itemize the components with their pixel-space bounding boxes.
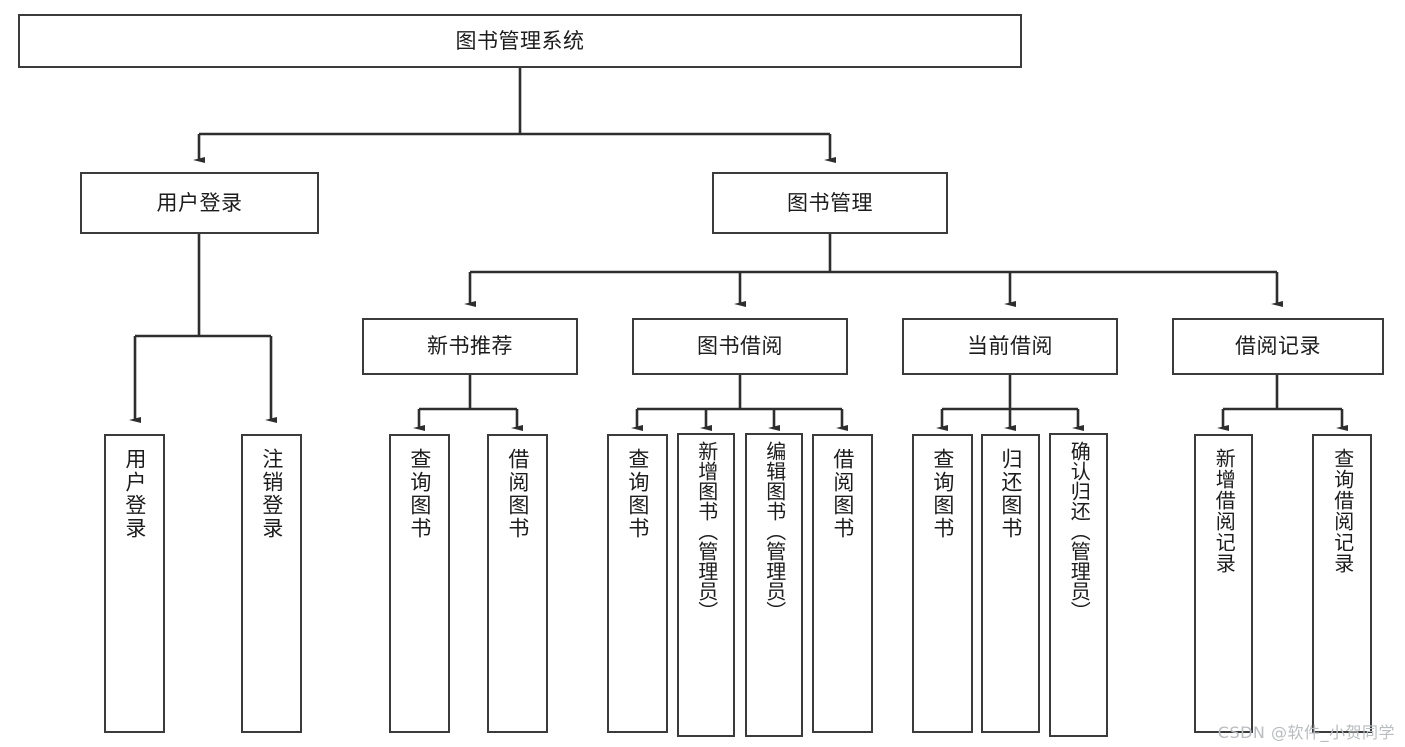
leaf-current-borrow-return[interactable]: 归还图书 [981, 434, 1040, 733]
watermark-text: CSDN @软件_小贺同学 [1217, 723, 1395, 742]
node-root[interactable]: 图书管理系统 [18, 14, 1022, 68]
leaf-user-login-login-label: 用户登录 [122, 448, 147, 540]
leaf-borrow-record-query[interactable]: 查询借阅记录 [1312, 434, 1372, 733]
leaf-current-borrow-query[interactable]: 查询图书 [912, 434, 973, 733]
leaf-user-login-login[interactable]: 用户登录 [104, 434, 165, 733]
node-borrow-record[interactable]: 借阅记录 [1172, 318, 1384, 375]
node-current-borrow-label: 当前借阅 [967, 334, 1053, 359]
node-borrow-record-label: 借阅记录 [1235, 334, 1321, 359]
node-user-login-label: 用户登录 [156, 190, 243, 215]
leaf-book-borrow-borrow-label: 借阅图书 [830, 448, 855, 540]
node-current-borrow[interactable]: 当前借阅 [902, 318, 1118, 375]
leaf-current-borrow-confirm-label: 确认归还（管理员） [1067, 441, 1092, 621]
node-user-login[interactable]: 用户登录 [80, 172, 319, 234]
node-book-management[interactable]: 图书管理 [712, 172, 948, 234]
leaf-borrow-record-query-label: 查询借阅记录 [1330, 448, 1355, 574]
leaf-book-borrow-add[interactable]: 新增图书（管理员） [677, 433, 735, 737]
leaf-new-book-borrow[interactable]: 借阅图书 [487, 434, 548, 733]
leaf-borrow-record-add[interactable]: 新增借阅记录 [1194, 434, 1253, 733]
leaf-new-book-query-label: 查询图书 [407, 448, 432, 540]
leaf-current-borrow-query-label: 查询图书 [930, 448, 955, 540]
leaf-book-borrow-borrow[interactable]: 借阅图书 [812, 434, 873, 733]
node-book-management-label: 图书管理 [787, 190, 873, 215]
leaf-user-login-logout-label: 注销登录 [259, 448, 284, 540]
leaf-new-book-borrow-label: 借阅图书 [505, 448, 530, 540]
node-new-book-recommend-label: 新书推荐 [427, 334, 513, 359]
leaf-new-book-query[interactable]: 查询图书 [389, 434, 450, 733]
leaf-book-borrow-add-label: 新增图书（管理员） [694, 441, 719, 621]
leaf-borrow-record-add-label: 新增借阅记录 [1212, 448, 1237, 574]
node-book-borrow[interactable]: 图书借阅 [632, 318, 848, 375]
leaf-book-borrow-edit[interactable]: 编辑图书（管理员） [745, 433, 803, 737]
leaf-user-login-logout[interactable]: 注销登录 [241, 434, 302, 733]
node-root-label: 图书管理系统 [455, 28, 585, 53]
leaf-book-borrow-query[interactable]: 查询图书 [607, 434, 668, 733]
leaf-book-borrow-query-label: 查询图书 [625, 448, 650, 540]
leaf-current-borrow-confirm[interactable]: 确认归还（管理员） [1049, 433, 1108, 737]
leaf-book-borrow-edit-label: 编辑图书（管理员） [762, 441, 787, 621]
leaf-current-borrow-return-label: 归还图书 [998, 448, 1023, 540]
node-book-borrow-label: 图书借阅 [697, 334, 783, 359]
node-new-book-recommend[interactable]: 新书推荐 [362, 318, 578, 375]
